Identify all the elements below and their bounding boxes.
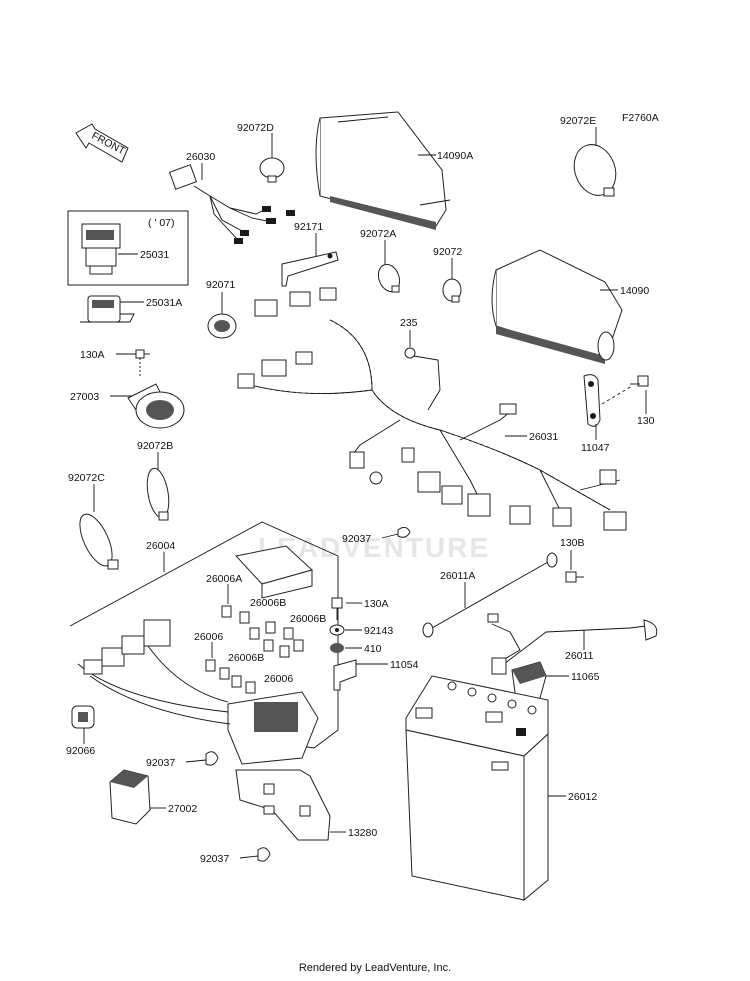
part-25031A[interactable] [80, 295, 135, 323]
part-25031[interactable] [81, 223, 121, 275]
label-26006A: 26006A [206, 573, 242, 585]
label-11054: 11054 [390, 659, 419, 671]
bolt-130A-upper[interactable] [135, 349, 150, 378]
label-26011A: 26011A [440, 570, 475, 582]
label-11047: 11047 [581, 442, 610, 454]
part-410[interactable] [330, 643, 344, 653]
label-26006-2: 26006 [264, 673, 293, 685]
label-92171: 92171 [294, 221, 323, 233]
label-27002: 27002 [168, 803, 197, 815]
label-92072D: 92072D [237, 122, 274, 134]
clamp-92072B[interactable] [144, 467, 172, 521]
bolt-130B[interactable] [565, 571, 584, 583]
label-07: ( ' 07) [148, 217, 175, 229]
label-92072E: 92072E [560, 115, 596, 127]
label-92072B: 92072B [137, 440, 173, 452]
part-14090[interactable] [491, 249, 623, 364]
label-92037-middle: 92037 [146, 757, 175, 769]
label-92143: 92143 [364, 625, 393, 637]
part-26011A[interactable] [422, 552, 558, 638]
clip-92037-upper[interactable] [397, 526, 411, 538]
label-92072C: 92072C [68, 472, 105, 484]
clamp-92072E[interactable] [567, 139, 622, 202]
label-11065: 11065 [571, 671, 600, 683]
label-26006B-1: 26006B [250, 597, 286, 609]
label-27003: 27003 [70, 391, 99, 403]
label-130: 130 [637, 415, 655, 427]
part-26031[interactable] [237, 287, 627, 531]
part-92171[interactable] [281, 251, 339, 287]
label-26011: 26011 [565, 650, 594, 662]
figure-code: F2760A [622, 112, 659, 124]
label-92072: 92072 [433, 246, 462, 258]
label-92066: 92066 [66, 745, 95, 757]
clamp-92072C[interactable] [73, 510, 119, 571]
label-92037-upper: 92037 [342, 533, 371, 545]
label-130B: 130B [560, 537, 585, 549]
label-26012: 26012 [568, 791, 597, 803]
label-410: 410 [364, 643, 382, 655]
label-25031: 25031 [140, 249, 169, 261]
label-92072A: 92072A [360, 228, 396, 240]
label-26006-1: 26006 [194, 631, 223, 643]
label-130A-upper: 130A [80, 349, 105, 361]
label-14090: 14090 [620, 285, 649, 297]
part-27003[interactable] [127, 383, 185, 429]
label-14090A: 14090A [437, 150, 473, 162]
bolt-130A-lower[interactable] [331, 597, 343, 620]
label-92071: 92071 [206, 279, 235, 291]
label-130A-lower: 130A [364, 598, 389, 610]
label-26004: 26004 [146, 540, 175, 552]
clip-92037-lower[interactable] [257, 847, 271, 862]
clamp-92072[interactable] [442, 278, 462, 303]
footer-credit: Rendered by LeadVenture, Inc. [298, 962, 452, 974]
part-11054[interactable] [333, 659, 357, 691]
part-26004[interactable] [77, 545, 319, 765]
part-26030[interactable] [168, 164, 295, 244]
part-92143[interactable] [329, 624, 345, 636]
label-235: 235 [400, 317, 418, 329]
label-92037-lower: 92037 [200, 853, 229, 865]
part-92066[interactable] [71, 705, 95, 729]
part-26011[interactable] [487, 613, 658, 675]
part-235[interactable] [404, 347, 441, 411]
bolt-130[interactable] [630, 375, 649, 387]
clamp-92072D[interactable] [259, 157, 285, 183]
label-26030: 26030 [186, 151, 215, 163]
part-92071[interactable] [207, 313, 237, 339]
label-26006B-3: 26006B [228, 652, 264, 664]
part-27002[interactable] [109, 769, 151, 825]
front-arrow-icon: FRONT [75, 123, 129, 163]
clip-92037-middle[interactable] [205, 751, 219, 766]
label-26031: 26031 [529, 431, 558, 443]
label-13280: 13280 [348, 827, 377, 839]
part-14090A[interactable] [315, 111, 451, 230]
label-26006B-2: 26006B [290, 613, 326, 625]
fuses-26006[interactable] [205, 605, 304, 694]
part-26012[interactable] [405, 675, 549, 902]
label-25031A: 25031A [146, 297, 182, 309]
clamp-92072A[interactable] [375, 261, 403, 294]
part-13280[interactable] [235, 769, 331, 841]
part-11047[interactable] [583, 374, 601, 427]
